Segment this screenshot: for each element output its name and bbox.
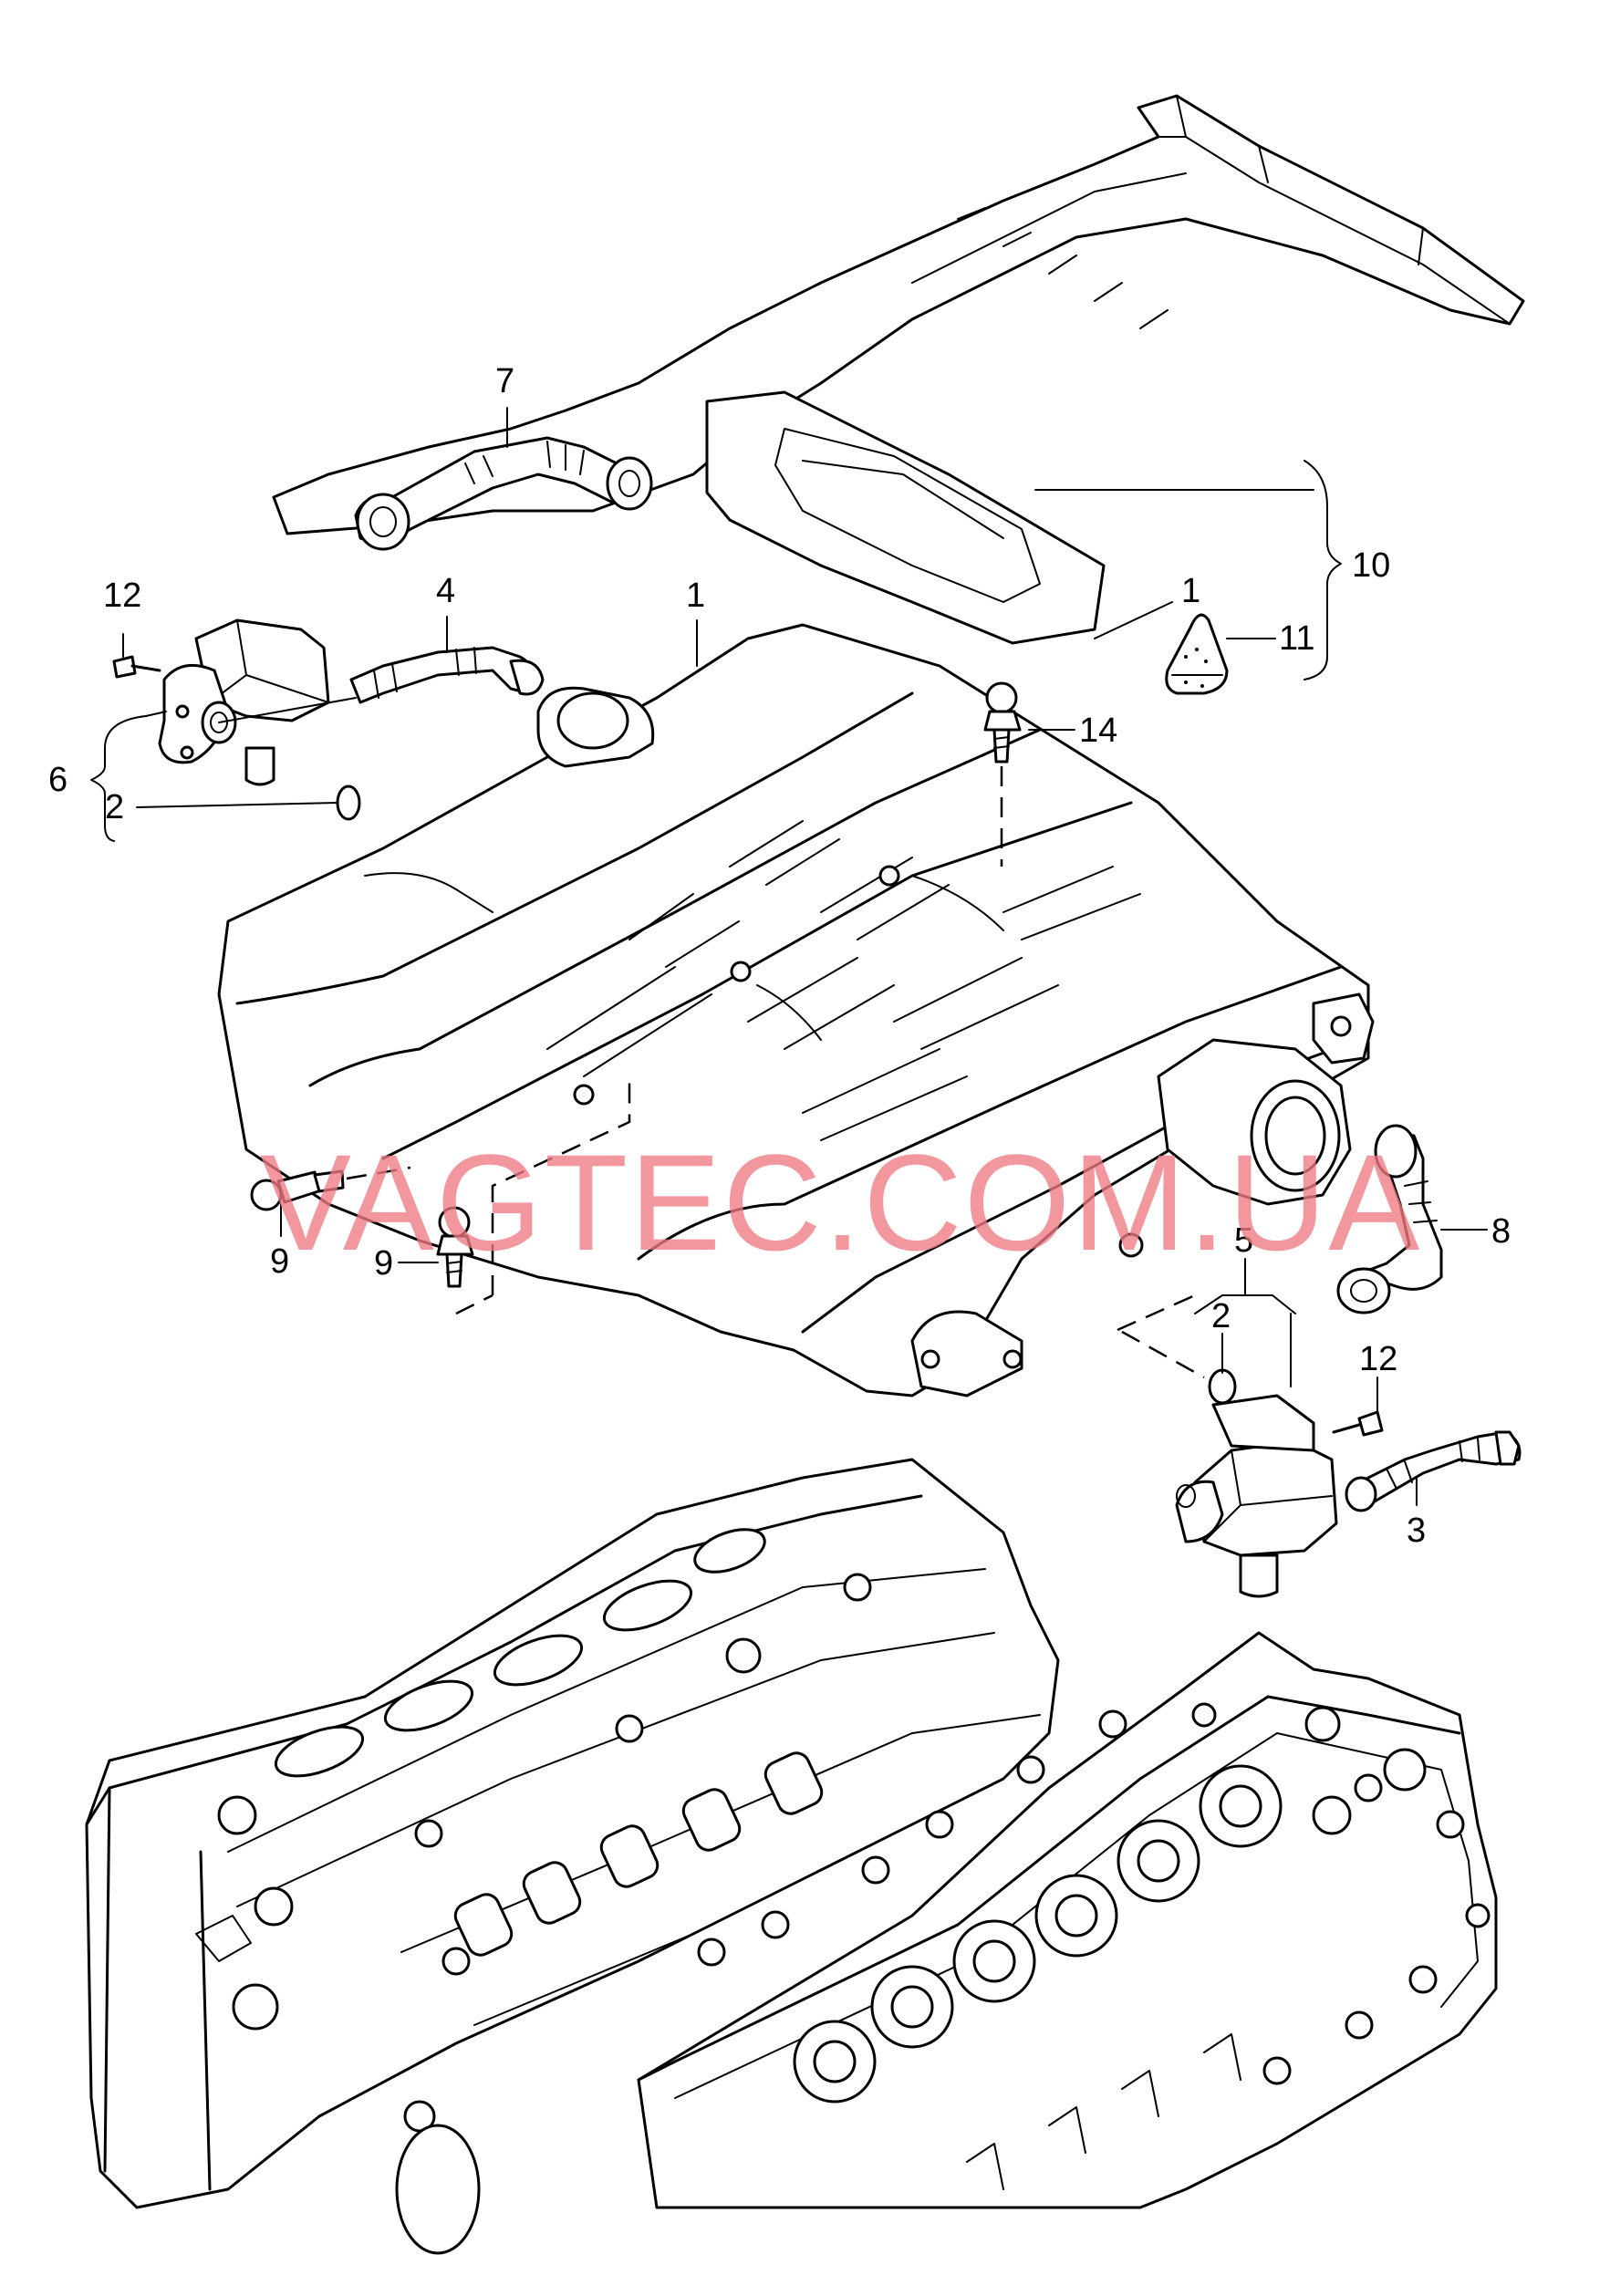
callout-12-left: 12 xyxy=(103,577,141,615)
part-1-intake-manifold xyxy=(217,623,1375,1397)
callout-10: 10 xyxy=(1352,546,1390,585)
engine-cover xyxy=(272,94,1525,645)
part-6-valve xyxy=(158,618,357,786)
callout-4: 4 xyxy=(436,572,455,610)
callout-9-left: 9 xyxy=(270,1242,289,1281)
part-3-hose xyxy=(1345,1430,1522,1512)
callout-3: 3 xyxy=(1407,1512,1426,1550)
callout-8: 8 xyxy=(1491,1212,1511,1251)
callout-1-cover: 1 xyxy=(1181,572,1200,610)
callout-14: 14 xyxy=(1079,712,1117,750)
part-8-hose xyxy=(1336,1124,1443,1314)
part-12-screw-left xyxy=(112,655,161,679)
callout-1-manifold: 1 xyxy=(686,577,705,615)
assembly-line-9 xyxy=(491,1076,631,1295)
part-5-valve xyxy=(1175,1394,1338,1598)
part-14-stud xyxy=(983,681,1022,867)
callout-9-middle: 9 xyxy=(374,1244,393,1283)
part-7-hose xyxy=(354,436,653,551)
callout-5: 5 xyxy=(1234,1221,1253,1260)
callout-2-right: 2 xyxy=(1211,1297,1231,1335)
part-4-hose xyxy=(349,646,545,704)
part-12-screw-right xyxy=(1332,1410,1384,1437)
leader-lines xyxy=(90,407,1488,1506)
callout-6: 6 xyxy=(48,761,68,799)
callout-2-left: 2 xyxy=(105,788,124,826)
part-9-stud-middle xyxy=(436,1206,474,1288)
part-2-oring-left xyxy=(336,784,361,821)
assembly-line-9b xyxy=(455,1293,493,1315)
part-9-stud-left xyxy=(250,1166,411,1211)
engine-block xyxy=(85,1458,1498,2255)
callout-12-right: 12 xyxy=(1359,1340,1397,1378)
callouts: 7 4 12 1 1 10 11 14 6 2 9 9 8 5 2 12 3 xyxy=(48,362,1511,1550)
watermark: VAGTEC.COM.UA xyxy=(260,1126,1421,1279)
part-11-buffer xyxy=(1165,613,1229,695)
callout-11: 11 xyxy=(1279,619,1314,658)
callout-7: 7 xyxy=(495,362,514,400)
